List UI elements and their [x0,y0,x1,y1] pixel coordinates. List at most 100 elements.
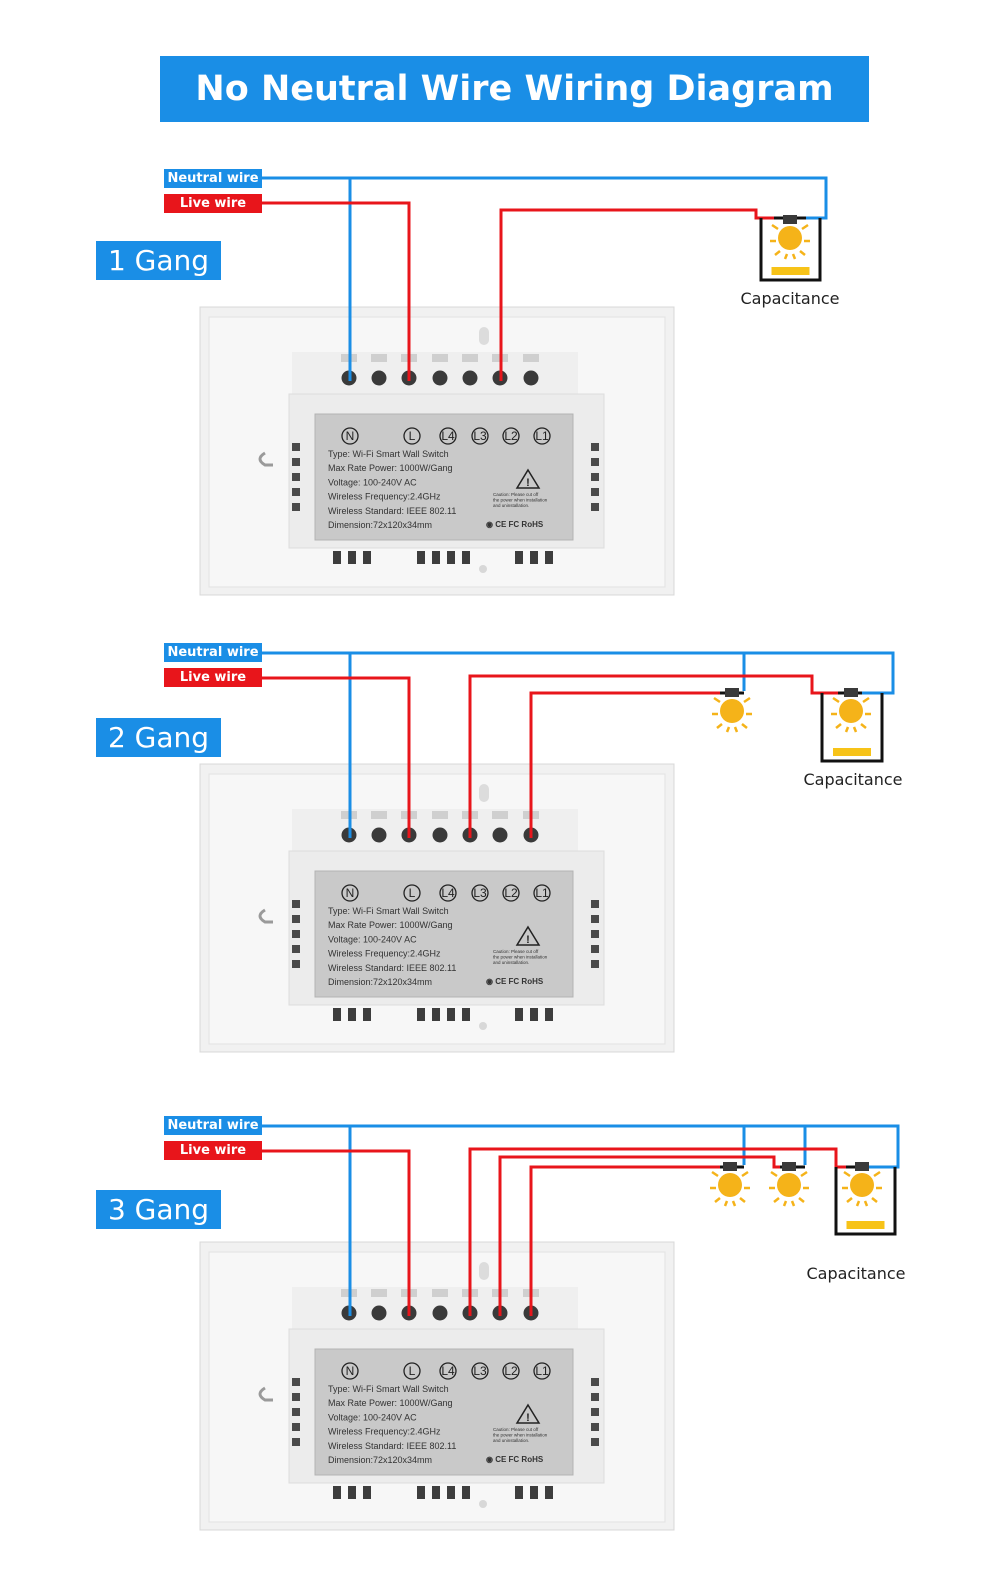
vent-left [292,443,300,451]
neutral-wire-label: Neutral wire [164,1116,262,1135]
neutral-wire-label: Neutral wire [164,643,262,662]
vent-left [292,1438,300,1446]
terminal-marker [403,1362,421,1380]
light-ray [852,726,858,733]
light-ray [731,1200,737,1207]
terminal-marker [502,1362,520,1380]
vent-right [591,503,599,511]
vent-bottom [545,1486,553,1499]
plate-hole [479,1500,487,1508]
vent-left [292,900,300,908]
warning-mark: ! [526,477,530,489]
plate-hole [479,1022,487,1030]
vent-right [591,900,599,908]
vent-bottom [447,1486,455,1499]
vent-right [591,488,599,496]
terminal-clip [432,1289,448,1297]
vent-left [292,930,300,938]
light-ray [871,1197,878,1203]
vent-left [292,915,300,923]
terminal-clip [371,354,387,362]
light-ray [835,723,842,729]
light-ray [713,696,721,704]
terminal-screw [371,827,387,843]
spec-line: Dimension:72x120x34mm [328,977,432,987]
terminal-label-l1: L1 [535,429,549,443]
spec-line: Type: Wi-Fi Smart Wall Switch [328,1384,449,1394]
plate-notch [479,327,489,345]
load-wire-l3 [468,1147,846,1316]
vent-left [292,1393,300,1401]
capacitance-label-2: Capacitance [803,770,903,789]
vent-bottom [333,551,341,564]
vent-right [591,1423,599,1431]
light-ray [873,1170,881,1178]
spec-label [314,1348,574,1476]
lamp-socket [725,688,739,697]
light-ray [843,1170,851,1178]
lamp-bulb [718,1173,742,1197]
terminal-screw [371,370,387,386]
load-wire-l2 [498,1155,780,1316]
terminal-marker [471,1362,489,1380]
vent-bottom [417,551,425,564]
plate-notch [479,784,489,802]
vent-bottom [545,1008,553,1021]
light-ray [733,726,739,733]
light-ray [770,1170,778,1178]
terminal-marker [403,427,421,445]
light-ray [799,250,806,256]
light-ray [846,1197,853,1203]
terminal-label-l: L [409,1364,416,1378]
light-ray [725,726,731,733]
neutral-wire-main [262,176,828,220]
spec-line: Max Rate Power: 1000W/Gang [328,1398,453,1408]
light-ray [844,726,850,733]
lamp-socket [855,1162,869,1171]
terminal-screw [523,370,539,386]
vent-left [292,1408,300,1416]
light-ray [791,253,797,260]
terminal-label-n: N [346,886,355,900]
terminal-label-l2: L2 [504,429,518,443]
terminal-marker [471,884,489,902]
gang-label-1: 1 Gang [96,241,221,280]
capacitor-frame [834,1167,897,1236]
terminal-screw [432,827,448,843]
vent-left [292,503,300,511]
terminal-clip [371,1289,387,1297]
lamp-2 [769,1162,809,1207]
terminal-screw [371,1305,387,1321]
vent-bottom [432,1486,440,1499]
terminal-screw [432,1305,448,1321]
vent-bottom [462,1008,470,1021]
terminal-marker [341,884,359,902]
vent-left [292,488,300,496]
lamp-bulb [778,226,802,250]
vent-left [292,473,300,481]
vent-bottom [333,1486,341,1499]
spec-line: Dimension:72x120x34mm [328,520,432,530]
terminal-screw [462,370,478,386]
vent-bottom [417,1008,425,1021]
lamp-1 [710,1162,750,1207]
capacitor [833,748,871,756]
spec-line: Max Rate Power: 1000W/Gang [328,463,453,473]
vent-right [591,1378,599,1386]
lamp-bulb [839,699,863,723]
lamp-socket [723,1162,737,1171]
terminal-marker [341,427,359,445]
spec-line: Voltage: 100-240V AC [328,934,417,944]
warning-mark: ! [526,934,530,946]
plate-clip [258,908,273,924]
terminal-label-n: N [346,1364,355,1378]
warning-mark: ! [526,1412,530,1424]
terminal-label-l4: L4 [441,1364,455,1378]
neutral-wire-main [262,651,895,695]
terminal-marker [533,884,551,902]
terminal-marker [533,1362,551,1380]
vent-bottom [530,1486,538,1499]
